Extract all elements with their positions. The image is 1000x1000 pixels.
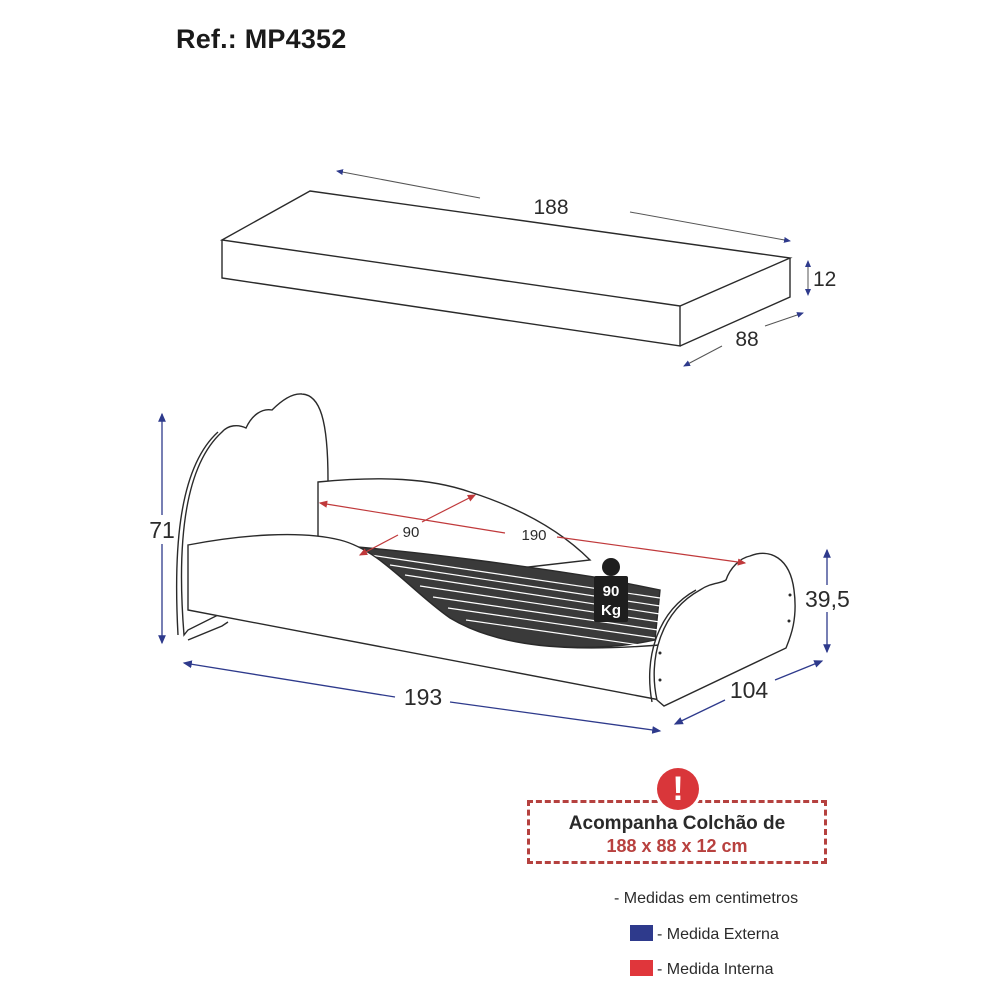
weight-value: 90 — [603, 583, 620, 600]
weight-unit: Kg — [601, 602, 621, 619]
mattress-length-label: 188 — [533, 196, 568, 219]
reference-title: Ref.: MP4352 — [176, 24, 347, 54]
bed-height-label: 71 — [149, 517, 175, 543]
mattress-width-label: 88 — [735, 328, 758, 351]
notice-text: Acompanha Colchão de — [568, 813, 786, 834]
internal-width-label: 90 — [403, 524, 420, 541]
legend-item-external: - Medida Externa — [630, 925, 779, 944]
footboard-holes — [658, 593, 792, 682]
notice-dimensions: 188 x 88 x 12 cm — [606, 836, 748, 856]
legend-label-internal: - Medida Interna — [657, 961, 774, 978]
bed-width-dimension — [673, 660, 824, 725]
mattress-height-label: 12 — [813, 268, 836, 291]
mattress-drawing — [219, 190, 793, 347]
exclamation-icon: ! — [657, 768, 699, 810]
mattress-length-dimension — [336, 169, 791, 243]
external-swatch — [630, 925, 653, 941]
bed-drawing — [175, 393, 796, 707]
legend-item-internal: - Medida Interna — [630, 960, 774, 979]
internal-length-label: 190 — [521, 527, 546, 544]
bed-length-label: 193 — [404, 684, 442, 710]
bed-width-label: 104 — [730, 677, 769, 703]
legend-label-external: - Medida Externa — [657, 926, 779, 943]
units-note: - Medidas em centimetros — [614, 890, 799, 907]
internal-length-dimension — [318, 500, 747, 566]
internal-width-dimension — [358, 494, 477, 556]
bed-length-dimension — [182, 660, 662, 734]
mattress-width-dimension — [683, 312, 804, 367]
weight-badge: 90 Kg — [594, 558, 628, 622]
footboard-height-label: 39,5 — [805, 586, 850, 612]
internal-swatch — [630, 960, 653, 976]
